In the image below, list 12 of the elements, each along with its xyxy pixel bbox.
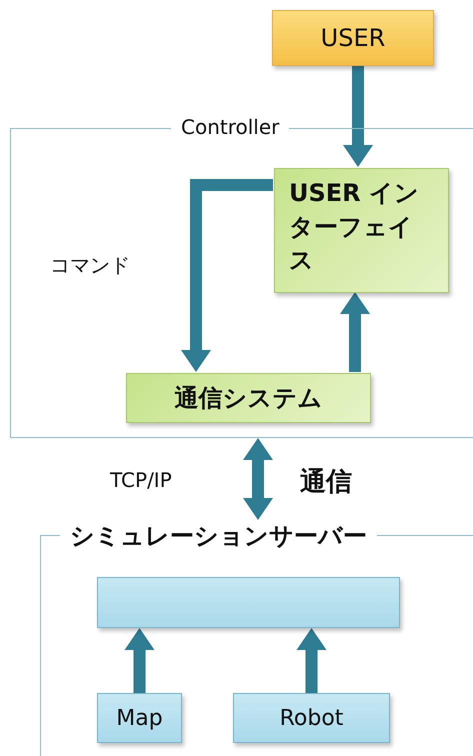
- arrow: [124, 628, 154, 693]
- arrow: [181, 179, 273, 372]
- arrow: [340, 292, 370, 372]
- process-box: Robot: [233, 693, 390, 743]
- process-box: [97, 577, 400, 628]
- process-box: 通信システム: [126, 373, 371, 423]
- interface-box: USER インターフェイス: [274, 168, 449, 293]
- arrow: [243, 438, 273, 520]
- arrow: [296, 628, 326, 693]
- arrow: [343, 66, 373, 167]
- process-box: Map: [97, 693, 182, 743]
- user-box: USER: [272, 10, 434, 66]
